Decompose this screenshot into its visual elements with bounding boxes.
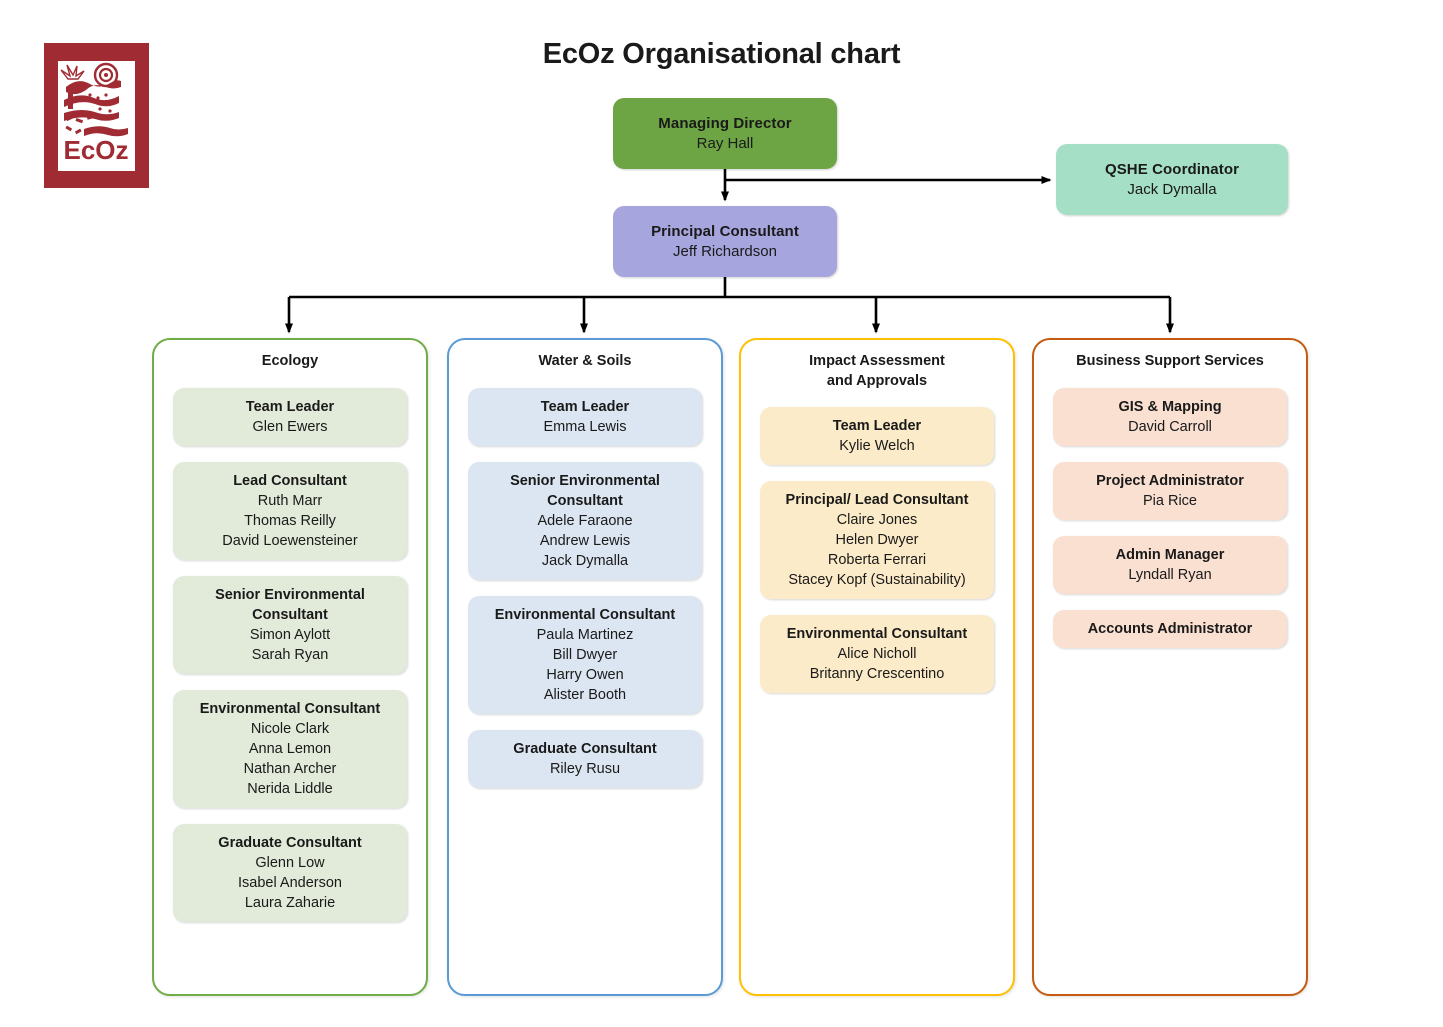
node-person: Ray Hall: [696, 134, 754, 152]
page-title: EcOz Organisational chart: [542, 38, 901, 70]
node-qshe-coordinator[interactable]: QSHE Coordinator Jack Dymalla: [1056, 144, 1288, 215]
column-title: Business Support Services: [1076, 353, 1264, 369]
node-role: Managing Director: [658, 115, 792, 132]
person-name: Ruth Marr: [257, 492, 323, 509]
person-name: Glen Ewers: [252, 418, 328, 435]
role-title: Graduate Consultant: [513, 740, 657, 757]
person-name: Adele Faraone: [537, 512, 633, 529]
person-name: Isabel Anderson: [238, 874, 342, 891]
node-person: Jack Dymalla: [1127, 180, 1217, 198]
person-name: Paula Martinez: [536, 626, 634, 643]
person-name: Britanny Crescentino: [809, 666, 945, 683]
person-name: Nerida Liddle: [247, 780, 333, 797]
role-title: Project Administrator: [1096, 472, 1244, 489]
person-name: Jack Dymalla: [541, 552, 629, 569]
role-title: Accounts Administrator: [1087, 620, 1253, 637]
person-name: David Carroll: [1128, 418, 1212, 435]
person-name: Kylie Welch: [839, 438, 915, 455]
role-title: Principal/ Lead Consultant: [785, 492, 969, 509]
node-role: QSHE Coordinator: [1104, 161, 1240, 178]
person-name: David Loewensteiner: [222, 532, 358, 549]
role-title: Lead Consultant: [233, 472, 347, 489]
node-managing-director[interactable]: Managing Director Ray Hall: [613, 98, 837, 169]
role-title: Team Leader: [540, 398, 630, 415]
person-name: Nathan Archer: [243, 760, 337, 777]
role-title: Graduate Consultant: [218, 834, 362, 851]
role-title-line: Senior Environmental: [510, 472, 660, 489]
person-name: Simon Aylott: [249, 626, 331, 643]
person-name: Laura Zaharie: [244, 894, 336, 911]
role-title: GIS & Mapping: [1118, 398, 1222, 415]
role-title: Team Leader: [832, 418, 922, 435]
person-name: Lyndall Ryan: [1128, 566, 1212, 583]
ecoz-logo: EcOz: [44, 43, 149, 188]
person-name: Stacey Kopf (Sustainability): [788, 572, 966, 589]
role-title: Team Leader: [245, 398, 335, 415]
node-person: Jeff Richardson: [673, 242, 777, 260]
node-principal-consultant[interactable]: Principal Consultant Jeff Richardson: [613, 206, 837, 277]
person-name: Harry Owen: [546, 666, 624, 683]
role-title-line: Consultant: [252, 606, 328, 623]
person-name: Bill Dwyer: [552, 646, 618, 663]
person-name: Roberta Ferrari: [827, 552, 927, 569]
ecoz-logo-wordmark: EcOz: [63, 135, 128, 165]
person-name: Sarah Ryan: [251, 646, 329, 663]
person-name: Andrew Lewis: [539, 532, 631, 549]
node-role: Principal Consultant: [651, 223, 799, 240]
column-title-line: Impact Assessment: [809, 353, 945, 369]
person-name: Anna Lemon: [248, 740, 332, 757]
role-title-line: Consultant: [547, 492, 623, 509]
person-name: Alister Booth: [543, 686, 627, 703]
person-name: Glenn Low: [255, 854, 325, 871]
person-name: Riley Rusu: [549, 760, 621, 777]
role-title: Environmental Consultant: [786, 626, 968, 643]
person-name: Alice Nicholl: [837, 646, 917, 663]
person-name: Nicole Clark: [250, 720, 330, 737]
person-name: Emma Lewis: [543, 418, 627, 435]
person-name: Pia Rice: [1143, 492, 1197, 509]
column-title: Impact Assessment and Approvals: [741, 340, 1013, 391]
role-title: Environmental Consultant: [199, 700, 381, 717]
role-title-line: Senior Environmental: [215, 586, 365, 603]
column-title: Water & Soils: [538, 353, 632, 369]
column-title-line: and Approvals: [826, 372, 928, 389]
ecoz-logo-artwork: EcOz: [44, 43, 149, 188]
role-card[interactable]: Accounts Administrator: [1053, 609, 1287, 648]
person-name: Thomas Reilly: [244, 512, 336, 529]
role-title: Environmental Consultant: [494, 606, 676, 623]
person-name: Helen Dwyer: [835, 532, 919, 549]
person-name: Claire Jones: [836, 512, 918, 529]
role-title: Admin Manager: [1115, 546, 1225, 563]
column-title: Ecology: [261, 353, 319, 369]
